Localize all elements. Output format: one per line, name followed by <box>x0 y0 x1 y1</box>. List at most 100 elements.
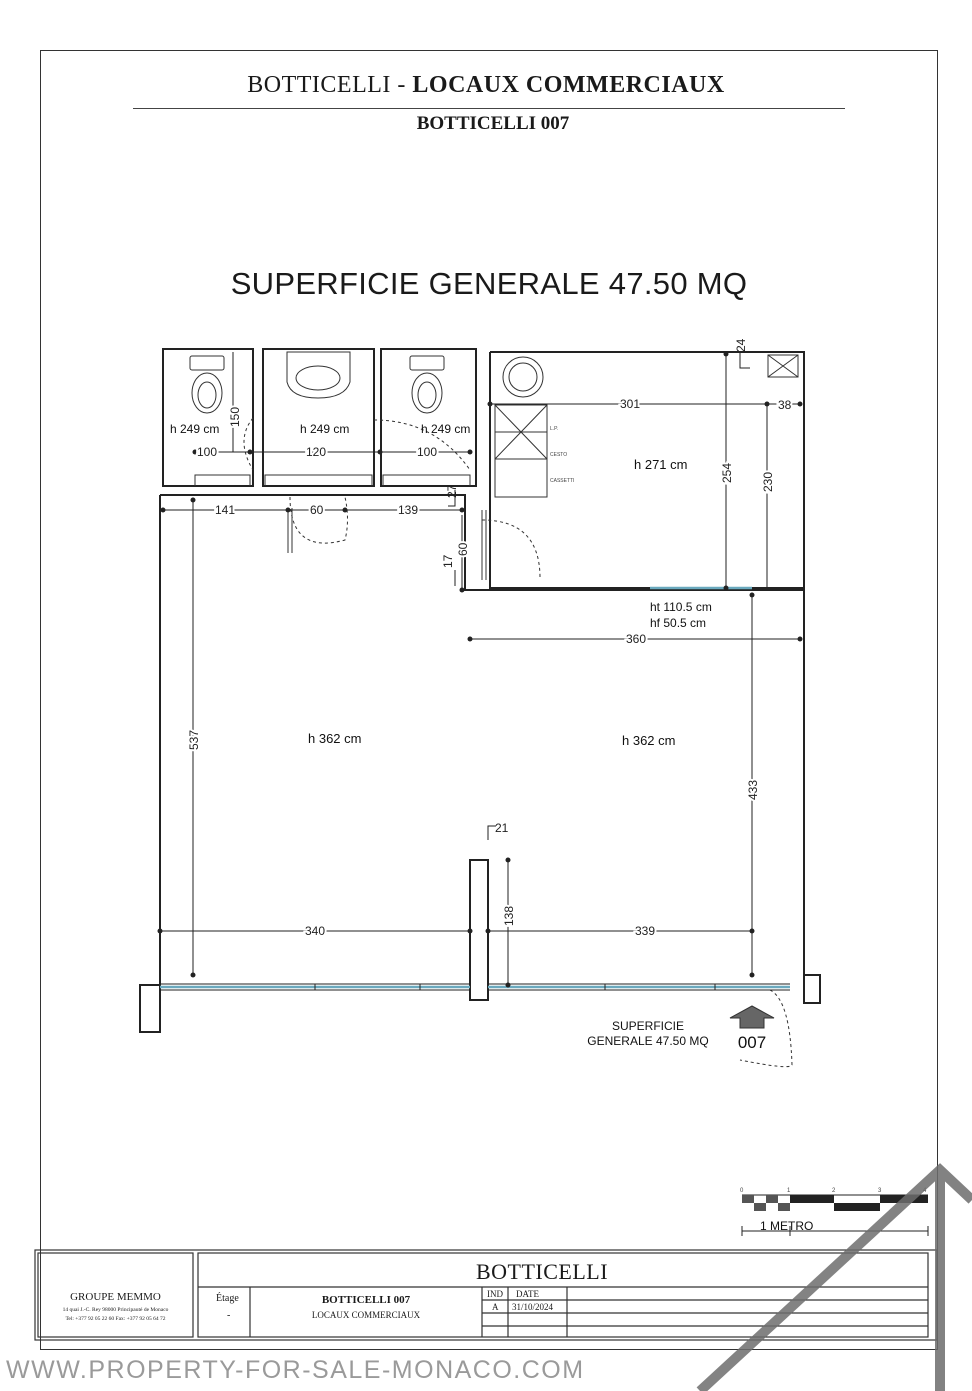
main-top-walls <box>160 494 805 985</box>
shaft-box <box>767 354 799 378</box>
dim-141: 141 <box>215 503 235 517</box>
date-label: DATE <box>516 1289 539 1299</box>
door-swing-1 <box>243 417 254 471</box>
header-subtitle: BOTTICELLI 007 <box>416 113 570 134</box>
company-address: 14 quai J.-C. Rey 98000 Principauté de M… <box>62 1307 169 1313</box>
toilet-tank-right <box>409 355 445 371</box>
website-watermark: WWW.PROPERTY-FOR-SALE-MONACO.COM <box>6 1356 585 1384</box>
main-left-height: h 362 cm <box>308 731 361 746</box>
toilet-bowl-right <box>411 372 443 414</box>
etage-value: - <box>227 1310 231 1321</box>
dim-138: 138 <box>502 906 516 926</box>
header-rule <box>133 108 845 109</box>
scale-segment <box>790 1195 834 1203</box>
entry-arrow-icon <box>729 1005 775 1029</box>
storage-cabinet-lines <box>494 404 548 460</box>
sink-basin <box>286 351 351 399</box>
company-phone: Tel: +377 92 05 22 60 Fax: +377 92 05 64… <box>65 1316 166 1322</box>
dim-230: 230 <box>761 472 775 492</box>
dim-340: 340 <box>305 924 325 938</box>
storage-height: h 271 cm <box>634 457 687 472</box>
sink-room-height: h 249 cm <box>300 422 349 436</box>
dim-38: 38 <box>778 398 792 412</box>
toilet-seat-left <box>197 381 217 409</box>
storage-cabinet <box>494 404 548 498</box>
toilet-tank-left <box>189 355 225 371</box>
sink-bowl <box>295 365 341 391</box>
storage-label-cassetti: CASSETTI <box>550 478 574 484</box>
date-value: 31/10/2024 <box>512 1302 554 1312</box>
dim-24: 24 <box>734 338 748 352</box>
scale-tick-0: 0 <box>740 1188 744 1194</box>
dim-100-left: 100 <box>197 445 217 459</box>
front-left-pillar <box>139 984 161 1033</box>
area-label-line2: GENERALE 47.50 MQ <box>587 1034 708 1048</box>
unit-type: LOCAUX COMMERCIAUX <box>311 1310 421 1320</box>
center-pillar <box>469 859 489 1001</box>
scale-segment <box>834 1203 880 1211</box>
unit-number: 007 <box>738 1033 766 1052</box>
front-window-mullions <box>314 984 716 990</box>
scale-tick-1: 1 <box>787 1188 791 1194</box>
ind-label: IND <box>487 1289 503 1299</box>
wc-left-door <box>194 474 251 486</box>
shaft-cross <box>767 354 799 378</box>
dim-leader-24 <box>739 352 750 369</box>
scale-tick-3: 3 <box>878 1188 882 1194</box>
dim-120: 120 <box>306 445 326 459</box>
header-title: BOTTICELLI - LOCAUX COMMERCIAUX <box>0 72 972 99</box>
plan-title: SUPERFICIE GENERALE 47.50 MQ <box>230 266 748 301</box>
storage-door-leaf <box>481 510 487 580</box>
toilet-seat-right <box>417 381 437 409</box>
front-right-pillar <box>803 974 821 1004</box>
dim-17: 17 <box>441 554 455 568</box>
unit-title: BOTTICELLI 007 <box>321 1294 411 1306</box>
wc-left-height: h 249 cm <box>170 422 219 436</box>
drawing-frame <box>40 50 938 1350</box>
dim-27: 27 <box>445 484 459 498</box>
storage-label-cesto: CESTO <box>550 452 567 458</box>
dim-537: 537 <box>187 730 201 750</box>
sink-room-walls <box>262 348 375 487</box>
corridor-door-swing <box>289 496 348 544</box>
storage-walls <box>489 351 805 589</box>
scale-tick-2: 2 <box>832 1188 836 1194</box>
scale-label: 1 METRO <box>760 1219 813 1233</box>
window-hf: hf 50.5 cm <box>650 616 706 630</box>
scale-segment <box>742 1195 754 1203</box>
dim-21: 21 <box>495 821 509 835</box>
scale-segment <box>766 1195 778 1203</box>
etage-label: Étage <box>216 1293 239 1304</box>
storage-label-lp: L.P. <box>550 426 558 432</box>
dim-360: 360 <box>626 632 646 646</box>
wc-left-walls <box>162 348 254 487</box>
company-name: GROUPE MEMMO <box>70 1291 161 1303</box>
storage-sink <box>502 356 544 398</box>
house-logo-watermark <box>696 1163 972 1391</box>
wc-right-walls <box>380 348 477 487</box>
header-title-bold: LOCAUX COMMERCIAUX <box>412 72 725 98</box>
dim-139: 139 <box>398 503 418 517</box>
project-name: BOTTICELLI <box>475 1259 609 1284</box>
dim-leader-27 <box>448 490 456 507</box>
header-title-prefix: BOTTICELLI - <box>247 72 413 98</box>
dim-339: 339 <box>635 924 655 938</box>
entry-door-swing <box>739 989 793 1068</box>
sink-door <box>264 474 373 486</box>
wc-right-height: h 249 cm <box>421 422 470 436</box>
dim-433: 433 <box>746 780 760 800</box>
toilet-bowl-left <box>191 372 223 414</box>
dim-60: 60 <box>310 503 324 517</box>
wc-right-door <box>382 474 471 486</box>
dim-100-right: 100 <box>417 445 437 459</box>
storage-sink-inner <box>508 362 538 392</box>
scale-tick-4: 4 <box>923 1188 927 1194</box>
corridor-door-leaf <box>287 508 293 553</box>
dim-301: 301 <box>620 397 640 411</box>
dim-60-door: 60 <box>456 542 470 556</box>
area-label-line1: SUPERFICIE <box>612 1019 684 1033</box>
door-swing-2 <box>373 419 471 471</box>
dim-leader-21 <box>487 825 496 840</box>
window-ht: ht 110.5 cm <box>650 600 712 614</box>
